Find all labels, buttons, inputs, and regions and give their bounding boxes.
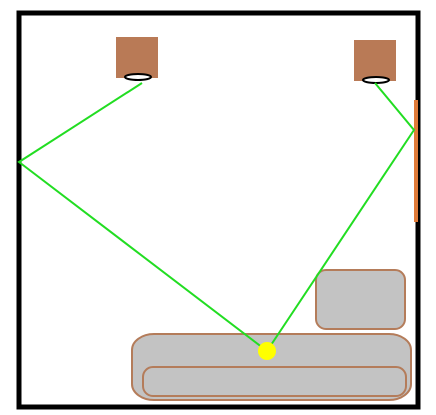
right-speaker [354,40,396,84]
speaker-driver [362,76,390,84]
listener-dot-icon [258,342,276,360]
speaker-icon [116,37,158,78]
speaker-driver [124,73,152,81]
sofa [131,333,412,401]
right-reflection-path [266,82,416,352]
left-reflection-path [17,82,268,352]
sofa-seat [142,366,407,397]
speaker-icon [354,40,396,81]
left-speaker [116,37,158,81]
armchair [315,269,406,330]
